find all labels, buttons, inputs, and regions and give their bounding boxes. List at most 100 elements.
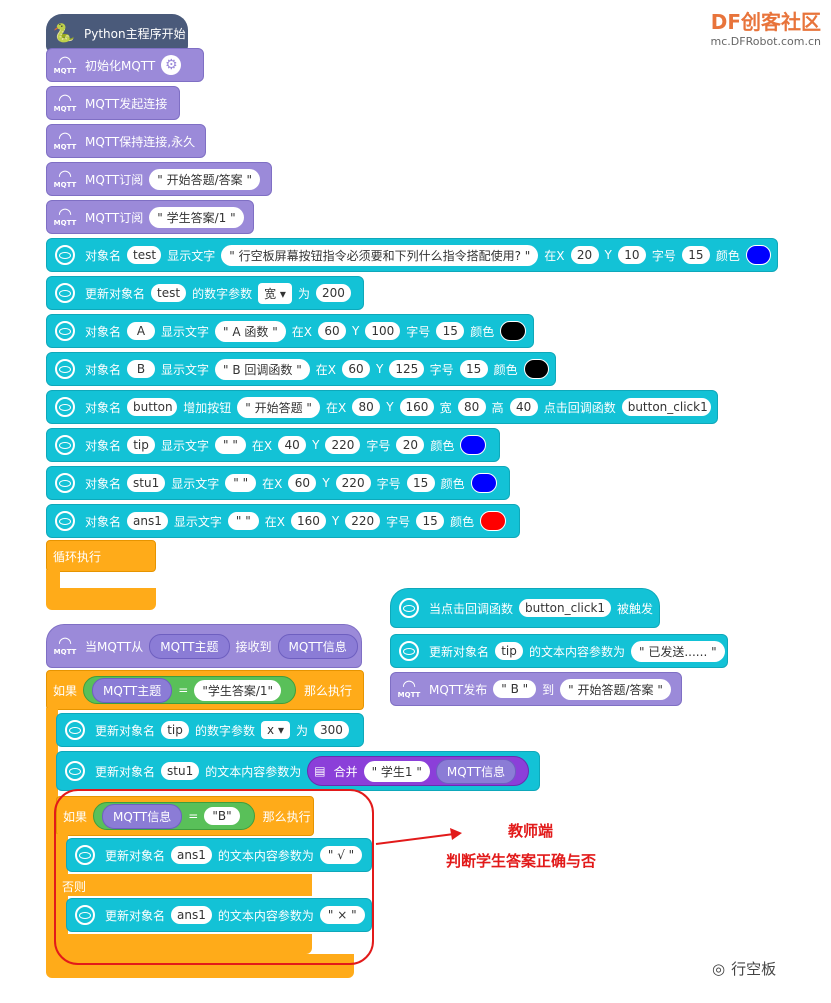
size-input[interactable]: 20 — [396, 436, 425, 454]
width-input[interactable]: 80 — [457, 398, 486, 416]
show-text-block-stu1[interactable]: 对象名 stu1 显示文字 " " 在X 60 Y 220 字号 15 颜色 — [46, 466, 510, 500]
gear-icon[interactable]: ⚙ — [161, 55, 182, 75]
text-input[interactable]: " 开始答题 " — [237, 396, 320, 418]
text-input[interactable]: " × " — [319, 906, 365, 924]
if-block-outer[interactable]: 如果 MQTT主题 = "学生答案/1" 那么执行 — [46, 670, 364, 710]
y-input[interactable]: 10 — [617, 246, 646, 264]
object-name-input[interactable]: stu1 — [161, 762, 200, 780]
show-text-block-test[interactable]: 对象名 test 显示文字 " 行空板屏幕按钮指令必须要和下列什么指令搭配使用?… — [46, 238, 778, 272]
mqtt-subscribe-block-2[interactable]: ◠MQTT MQTT订阅 " 学生答案/1 " — [46, 200, 254, 234]
value-input[interactable]: 200 — [315, 284, 351, 302]
param-dropdown[interactable]: 宽 ▾ — [258, 282, 292, 304]
compare-block[interactable]: MQTT信息 = "B" — [93, 802, 255, 830]
object-name-input[interactable]: tip — [127, 436, 156, 454]
param-dropdown[interactable]: x ▾ — [261, 721, 290, 739]
x-input[interactable]: 60 — [341, 360, 370, 378]
loop-block[interactable]: 循环执行 — [46, 540, 156, 572]
message-variable[interactable]: MQTT信息 — [277, 633, 358, 659]
object-name-input[interactable]: stu1 — [127, 474, 166, 492]
add-button-block[interactable]: 对象名 button 增加按钮 " 开始答题 " 在X 80 Y 160 宽 8… — [46, 390, 718, 424]
text-input[interactable]: " " — [215, 436, 246, 454]
y-input[interactable]: 220 — [345, 512, 381, 530]
mqtt-init-block[interactable]: ◠MQTT 初始化MQTT ⚙ — [46, 48, 204, 82]
mqtt-connect-block[interactable]: ◠MQTT MQTT发起连接 — [46, 86, 180, 120]
y-input[interactable]: 100 — [365, 322, 401, 340]
label: Y — [386, 400, 394, 414]
compare-block[interactable]: MQTT主题 = "学生答案/1" — [83, 676, 297, 704]
object-name-input[interactable]: ans1 — [171, 846, 212, 864]
object-name-input[interactable]: tip — [495, 642, 524, 660]
mqtt-subscribe-block-1[interactable]: ◠MQTT MQTT订阅 " 开始答题/答案 " — [46, 162, 272, 196]
text-input[interactable]: " √ " — [319, 846, 363, 864]
update-number-block[interactable]: 更新对象名 test 的数字参数 宽 ▾ 为 200 — [46, 276, 364, 310]
x-input[interactable]: 60 — [288, 474, 317, 492]
show-text-block-B[interactable]: 对象名 B 显示文字 " B 回调函数 " 在X 60 Y 125 字号 15 … — [46, 352, 556, 386]
text-input[interactable]: " 已发送...... " — [631, 640, 725, 662]
topic-variable[interactable]: MQTT主题 — [92, 677, 173, 703]
color-swatch[interactable] — [480, 511, 507, 531]
size-input[interactable]: 15 — [406, 474, 435, 492]
topic-input[interactable]: " 学生答案/1 " — [149, 206, 244, 228]
show-text-block-A[interactable]: 对象名 A 显示文字 " A 函数 " 在X 60 Y 100 字号 15 颜色 — [46, 314, 534, 348]
string-input[interactable]: " 学生1 " — [363, 760, 430, 782]
size-input[interactable]: 15 — [416, 512, 445, 530]
size-input[interactable]: 15 — [436, 322, 465, 340]
mqtt-publish-block[interactable]: ◠MQTT MQTT发布 " B " 到 " 开始答题/答案 " — [390, 672, 682, 706]
message-variable[interactable]: MQTT信息 — [102, 803, 183, 829]
callback-input[interactable]: button_click1 — [621, 398, 711, 416]
update-text-ans1-wrong[interactable]: 更新对象名 ans1 的文本内容参数为 " × " — [66, 898, 372, 932]
show-text-block-ans1[interactable]: 对象名 ans1 显示文字 " " 在X 160 Y 220 字号 15 颜色 — [46, 504, 520, 538]
color-swatch[interactable] — [460, 435, 487, 455]
x-input[interactable]: 20 — [570, 246, 599, 264]
size-input[interactable]: 15 — [681, 246, 710, 264]
object-name-input[interactable]: B — [127, 360, 156, 378]
callback-input[interactable]: button_click1 — [519, 599, 611, 617]
y-input[interactable]: 125 — [389, 360, 424, 378]
merge-block[interactable]: ▤ 合并 " 学生1 " MQTT信息 — [307, 756, 530, 786]
object-name-input[interactable]: ans1 — [127, 512, 168, 530]
update-text-stu1[interactable]: 更新对象名 stu1 的文本内容参数为 ▤ 合并 " 学生1 " MQTT信息 — [56, 751, 540, 791]
color-swatch[interactable] — [523, 359, 549, 379]
x-input[interactable]: 60 — [317, 322, 346, 340]
size-input[interactable]: 15 — [459, 360, 488, 378]
compare-value-input[interactable]: "学生答案/1" — [194, 679, 282, 701]
if-else-block[interactable]: 如果 MQTT信息 = "B" 那么执行 — [56, 796, 314, 836]
text-input[interactable]: " " — [225, 474, 257, 492]
object-name-input[interactable]: ans1 — [171, 906, 212, 924]
text-input[interactable]: " " — [227, 512, 259, 530]
show-text-block-tip[interactable]: 对象名 tip 显示文字 " " 在X 40 Y 220 字号 20 颜色 — [46, 428, 500, 462]
update-text-ans1-correct[interactable]: 更新对象名 ans1 的文本内容参数为 " √ " — [66, 838, 372, 872]
update-number-tip[interactable]: 更新对象名 tip 的数字参数 x ▾ 为 300 — [56, 713, 364, 747]
callback-hat[interactable]: 当点击回调函数 button_click1 被触发 — [390, 588, 660, 628]
mqtt-keep-block[interactable]: ◠MQTT MQTT保持连接,永久 — [46, 124, 206, 158]
text-input[interactable]: " A 函数 " — [215, 320, 286, 342]
loop-foot — [46, 588, 156, 610]
python-main-start-hat[interactable]: 🐍 Python主程序开始 — [46, 14, 188, 52]
y-input[interactable]: 220 — [325, 436, 361, 454]
text-input[interactable]: " 行空板屏幕按钮指令必须要和下列什么指令搭配使用? " — [221, 244, 539, 266]
message-input[interactable]: " B " — [493, 680, 537, 698]
message-variable[interactable]: MQTT信息 — [435, 758, 517, 784]
topic-input[interactable]: " 开始答题/答案 " — [149, 168, 260, 190]
callback-update-tip[interactable]: 更新对象名 tip 的文本内容参数为 " 已发送...... " — [390, 634, 728, 668]
compare-value-input[interactable]: "B" — [204, 807, 240, 825]
x-input[interactable]: 80 — [352, 398, 381, 416]
topic-input[interactable]: " 开始答题/答案 " — [560, 678, 671, 700]
text-input[interactable]: " B 回调函数 " — [215, 358, 310, 380]
x-input[interactable]: 40 — [278, 436, 307, 454]
value-input[interactable]: 300 — [314, 721, 349, 739]
height-input[interactable]: 40 — [509, 398, 538, 416]
object-name-input[interactable]: A — [127, 322, 156, 340]
color-swatch[interactable] — [500, 321, 527, 341]
object-name-input[interactable]: test — [151, 284, 187, 302]
object-name-input[interactable]: tip — [161, 721, 190, 739]
mqtt-receive-hat[interactable]: ◠MQTT 当MQTT从 MQTT主题 接收到 MQTT信息 — [46, 624, 362, 668]
object-name-input[interactable]: button — [127, 398, 178, 416]
topic-variable[interactable]: MQTT主题 — [149, 633, 230, 659]
object-name-input[interactable]: test — [127, 246, 162, 264]
x-input[interactable]: 160 — [290, 512, 326, 530]
y-input[interactable]: 220 — [335, 474, 371, 492]
color-swatch[interactable] — [470, 473, 497, 493]
y-input[interactable]: 160 — [399, 398, 434, 416]
color-swatch[interactable] — [745, 245, 771, 265]
